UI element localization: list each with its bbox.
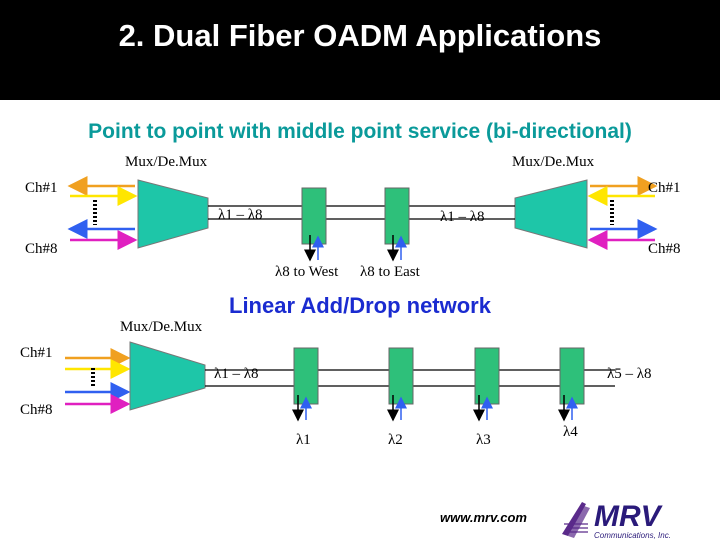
subtitle: Point to point with middle point service… bbox=[88, 120, 632, 143]
title-bar bbox=[0, 0, 720, 100]
d1-ch1-right: Ch#1 bbox=[648, 180, 681, 196]
d2-channel-fibers bbox=[65, 348, 131, 414]
d2-ch8: Ch#8 bbox=[20, 402, 53, 418]
d2-lambda-out: λ5 – λ8 bbox=[607, 366, 652, 382]
d2-ch1: Ch#1 bbox=[20, 345, 53, 361]
d2-drop-1: λ1 bbox=[296, 432, 311, 448]
d1-ch8-left: Ch#8 bbox=[25, 241, 58, 257]
footer-url[interactable]: www.mrv.com bbox=[440, 510, 527, 525]
left-mux bbox=[137, 179, 209, 249]
mrv-logo: MRV Communications, Inc. bbox=[562, 500, 671, 540]
oadm-west bbox=[301, 187, 327, 245]
d2-oadm-4 bbox=[559, 347, 585, 405]
d1-ch1-left: Ch#1 bbox=[25, 180, 58, 196]
d2-drop-2: λ2 bbox=[388, 432, 403, 448]
oadm-east bbox=[384, 187, 410, 245]
logo-text: MRV bbox=[594, 500, 664, 533]
d1-ch8-right: Ch#8 bbox=[648, 241, 681, 257]
right-mux bbox=[514, 179, 588, 249]
d1-mux-left-label: Mux/De.Mux bbox=[125, 154, 208, 170]
d1-mux-right-label: Mux/De.Mux bbox=[512, 154, 595, 170]
d1-lambda-left: λ1 – λ8 bbox=[218, 207, 263, 223]
d2-drop-4: λ4 bbox=[563, 424, 578, 440]
d1-to-east: λ8 to East bbox=[360, 264, 420, 280]
logo-subtext: Communications, Inc. bbox=[594, 531, 671, 540]
section-title: Linear Add/Drop network bbox=[229, 293, 491, 318]
page-title: 2. Dual Fiber OADM Applications bbox=[118, 18, 602, 53]
d2-lambda-in: λ1 – λ8 bbox=[214, 366, 259, 382]
right-channel-fibers bbox=[587, 176, 658, 250]
left-channel-fibers bbox=[67, 176, 138, 250]
d1-lambda-right: λ1 – λ8 bbox=[440, 209, 485, 225]
d2-mux-label: Mux/De.Mux bbox=[120, 319, 203, 335]
d1-to-west: λ8 to West bbox=[275, 264, 339, 280]
d2-oadm-3 bbox=[474, 347, 500, 405]
d2-mux bbox=[129, 341, 206, 411]
d2-oadm-2 bbox=[388, 347, 414, 405]
d2-drop-3: λ3 bbox=[476, 432, 491, 448]
